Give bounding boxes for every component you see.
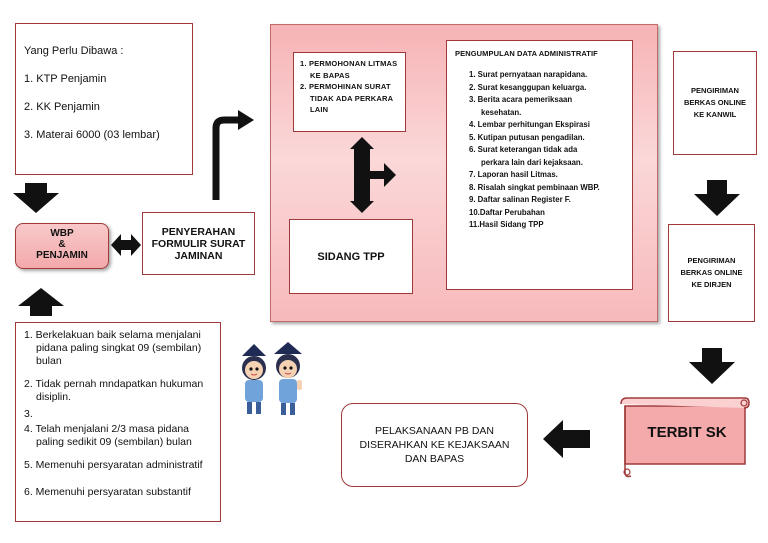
requirement-item: 1. Berkelakuan baik selama menjalani pid… — [24, 329, 202, 367]
items-to-bring-title: Yang Perlu Dibawa : — [24, 45, 124, 57]
admin-item: 6. Surat keterangan tidak ada perkara la… — [469, 145, 583, 167]
kanwil-box: PENGIRIMAN BERKAS ONLINE KE KANWIL — [673, 51, 757, 155]
admin-data-title: PENGUMPULAN DATA ADMINISTRATIF — [455, 49, 598, 58]
admin-data-box: PENGUMPULAN DATA ADMINISTRATIF 1. Surat … — [446, 40, 633, 290]
dirjen-box: PENGIRIMAN BERKAS ONLINE KE DIRJEN — [668, 224, 755, 322]
admin-item: 5. Kutipan putusan pengadilan. — [469, 132, 585, 142]
admin-item: 11.Hasil Sidang TPP — [469, 220, 544, 229]
wbp-penjamin-box: WBP & PENJAMIN — [15, 223, 109, 269]
requirements-box: 1. Berkelakuan baik selama menjalani pid… — [15, 322, 221, 522]
admin-item: 7. Laporan hasil Litmas. — [469, 170, 558, 179]
requirement-item: 6. Memenuhi persyaratan substantif — [24, 486, 191, 498]
scroll-shape — [620, 397, 750, 478]
admin-item: 1. Surat pernyataan narapidana. — [469, 70, 588, 79]
permohonan-item: 1. PERMOHONAN LITMAS KE BAPAS — [300, 59, 398, 80]
pelaksanaan-label: PELAKSANAAN PB DAN DISERAHKAN KE KEJAKSA… — [359, 425, 510, 465]
sidang-tpp-label: SIDANG TPP — [317, 250, 385, 263]
arrow-left-icon — [543, 420, 590, 458]
items-to-bring-item: 3. Materai 6000 (03 lembar) — [24, 129, 160, 141]
arrow-left-right-icon — [111, 234, 141, 256]
admin-item: 9. Daftar salinan Register F. — [469, 195, 571, 204]
admin-item: 8. Risalah singkat pembinaan WBP. — [469, 182, 600, 192]
kanwil-label: PENGIRIMAN BERKAS ONLINE KE KANWIL — [683, 86, 747, 119]
arrow-branch-icon — [350, 137, 396, 213]
arrow-down-icon — [689, 348, 735, 384]
arrow-turn-right-icon — [212, 110, 254, 200]
ampersand-label: & — [58, 239, 66, 250]
items-to-bring-item: 1. KTP Penjamin — [24, 73, 107, 85]
penyerahan-box: PENYERAHAN FORMULIR SURAT JAMINAN — [142, 212, 255, 275]
dirjen-label: PENGIRIMAN BERKAS ONLINE KE DIRJEN — [680, 256, 743, 289]
mascot-illustration — [242, 342, 302, 415]
requirement-item: 2. Tidak pernah mndapatkan hukuman disip… — [24, 378, 204, 403]
sidang-tpp-box: SIDANG TPP — [289, 219, 413, 294]
wbp-label: WBP — [50, 228, 74, 239]
admin-item: 2. Surat kesanggupan keluarga. — [469, 82, 587, 92]
requirement-item: 3. — [24, 408, 33, 420]
arrow-up-icon — [18, 288, 64, 316]
requirement-item: 4. Telah menjalani 2/3 masa pidana palin… — [24, 423, 192, 448]
pelaksanaan-box: PELAKSANAAN PB DAN DISERAHKAN KE KEJAKSA… — [341, 403, 528, 487]
terbit-sk-label: TERBIT SK — [647, 424, 727, 441]
admin-item: 10.Daftar Perubahan — [469, 207, 545, 217]
admin-item: 3. Berita acara pemeriksaan kesehatan. — [469, 95, 573, 117]
arrow-down-icon — [13, 183, 59, 213]
permohonan-item: 2. PERMOHINAN SURAT TIDAK ADA PERKARA LA… — [300, 82, 393, 114]
items-to-bring-item: 2. KK Penjamin — [24, 101, 100, 113]
penjamin-label: PENJAMIN — [36, 250, 88, 261]
requirement-item: 5. Memenuhi persyaratan administratif — [24, 459, 203, 471]
admin-item: 4. Lembar perhitungan Ekspirasi — [469, 120, 590, 129]
arrow-down-icon — [694, 180, 740, 216]
penyerahan-label: PENYERAHAN FORMULIR SURAT JAMINAN — [151, 225, 246, 262]
permohonan-box: 1. PERMOHONAN LITMAS KE BAPAS 2. PERMOHI… — [293, 52, 406, 132]
items-to-bring-box: Yang Perlu Dibawa : 1. KTP Penjamin 2. K… — [15, 23, 193, 175]
